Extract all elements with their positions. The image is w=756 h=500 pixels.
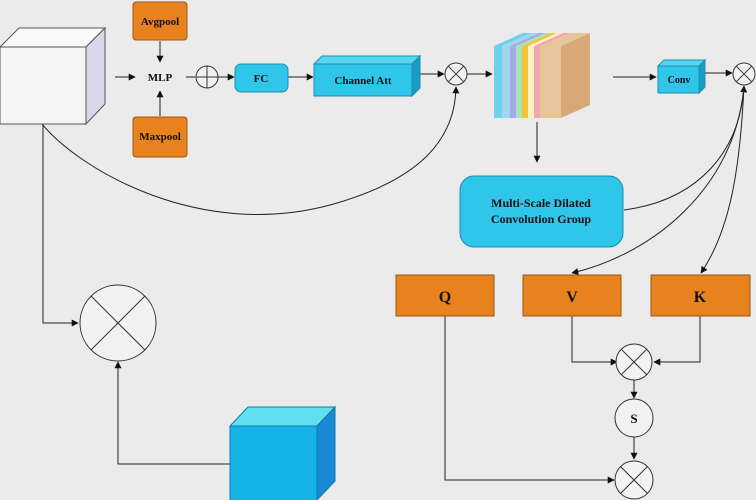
msdcg-label-line1: Multi-Scale Dilated — [491, 196, 591, 210]
k-to-mult-arrow — [653, 316, 701, 366]
maxpool-label: Maxpool — [139, 131, 181, 143]
channel-att-cuboid — [312, 54, 422, 98]
conv-cuboid — [656, 58, 707, 95]
fc-box — [234, 63, 289, 93]
softmax-circle — [614, 398, 654, 438]
v-to-mult-arrow — [571, 316, 618, 366]
v-box — [522, 274, 622, 317]
feature-map-stack — [494, 33, 590, 118]
q-label: Q — [439, 289, 451, 306]
output-cube-arrow — [114, 361, 230, 465]
mult-to-v-curve — [571, 85, 745, 275]
mult-to-k-curve — [700, 85, 745, 274]
msdcg-label-line2: Convolution Group — [491, 212, 591, 226]
conv-label: Conv — [668, 75, 691, 86]
channel-att-label: Channel Att — [334, 75, 391, 87]
s-label: S — [630, 411, 637, 426]
output-feature-cube — [228, 405, 337, 500]
maxpool-box — [132, 116, 188, 158]
v-label: V — [566, 289, 578, 306]
avgpool-label: Avgpool — [141, 16, 179, 28]
msdcg-to-mult-curve — [623, 85, 748, 211]
k-box — [650, 274, 751, 317]
k-label: K — [694, 289, 707, 306]
q-to-mult-arrow — [444, 316, 615, 484]
msdcg-box — [459, 175, 624, 248]
multiply-circle-icon-2 — [732, 62, 756, 86]
fc-label: FC — [254, 73, 269, 85]
q-box — [395, 274, 495, 317]
multiply-circle-icon-3 — [615, 343, 653, 381]
input-feature-cube — [0, 26, 107, 126]
mlp-label: MLP — [148, 72, 173, 84]
add-circle-icon — [195, 65, 219, 89]
input-skip-curve — [41, 86, 460, 215]
multiply-circle-icon-1 — [444, 62, 468, 86]
multiply-circle-icon-large — [79, 284, 157, 362]
input-down-arrow — [42, 124, 79, 327]
avgpool-box — [132, 1, 188, 41]
connectors — [41, 41, 748, 484]
multiply-circle-icon-4 — [614, 460, 654, 500]
